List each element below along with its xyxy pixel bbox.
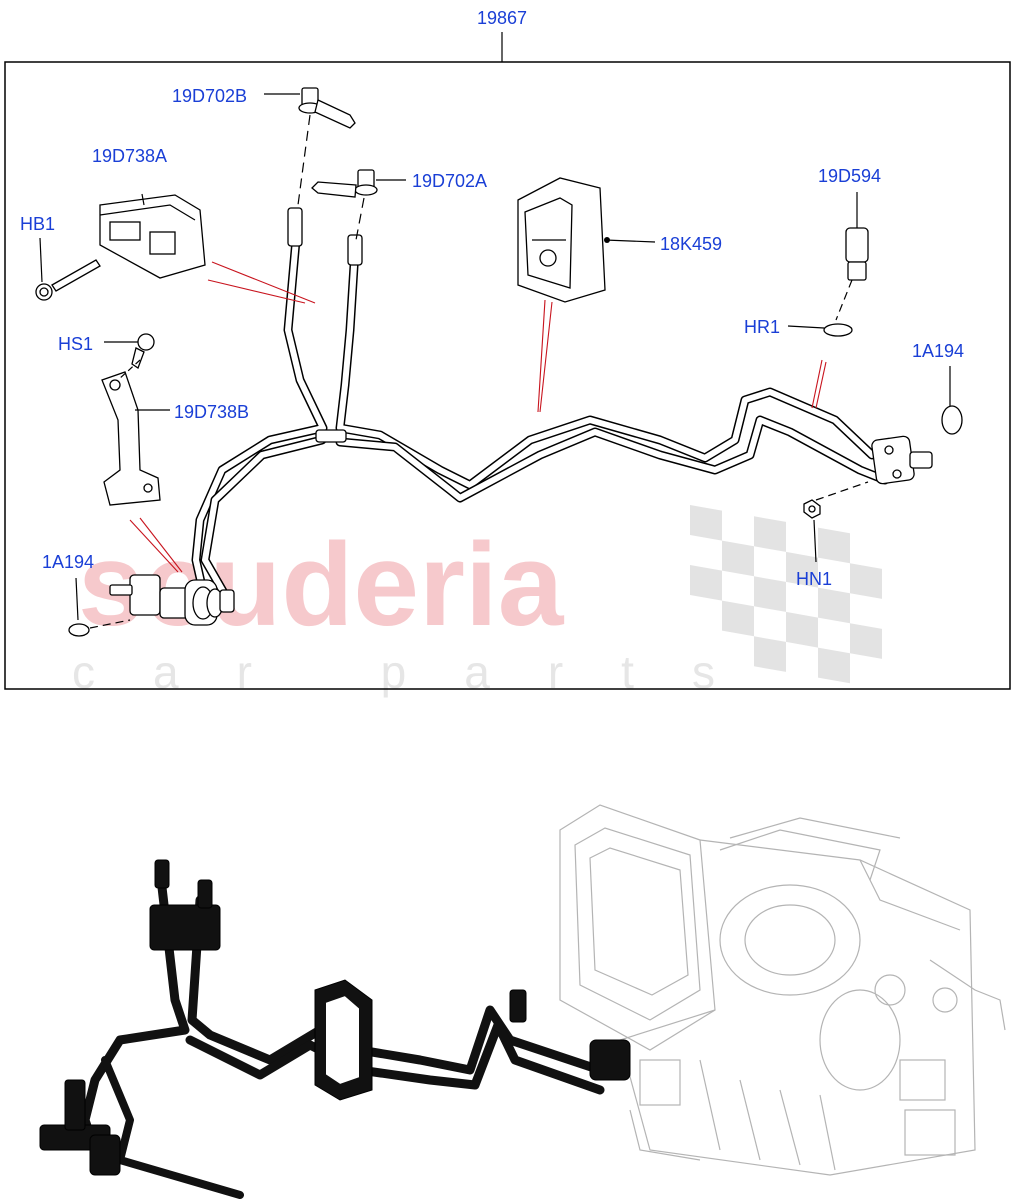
hvac-unit-illustration: [559, 804, 1006, 1176]
assembly-label[interactable]: 19867: [477, 8, 527, 28]
oring-1a194-right: [941, 405, 963, 435]
refrigerant-pipes: [191, 207, 890, 605]
callout-18k459[interactable]: 18K459: [660, 234, 722, 254]
callout-19d594[interactable]: 19D594: [818, 166, 881, 186]
leader-1a194-left: [75, 577, 79, 621]
pipe-fitting-right: [347, 234, 363, 266]
oring-hr1: [823, 323, 853, 337]
block-fitting: [871, 435, 933, 485]
screw-hs1: [104, 333, 155, 369]
callout-hn1[interactable]: HN1: [796, 569, 832, 589]
leader-oring-dash: [89, 619, 131, 629]
watermark: scuderia car parts: [72, 505, 882, 698]
expansion-valve: [109, 574, 235, 626]
callout-hb1[interactable]: HB1: [20, 214, 55, 234]
checkered-flag-icon: [690, 505, 882, 684]
bolt-hb1: [35, 237, 101, 301]
callout-19d738b[interactable]: 19D738B: [174, 402, 249, 422]
callout-hr1[interactable]: HR1: [744, 317, 780, 337]
pipe-junction: [315, 429, 347, 443]
pipe-fitting-left: [287, 207, 303, 247]
nut-hn1: [803, 481, 869, 563]
valve-block-19d738a: [99, 193, 206, 279]
bracket-19d738b: [101, 359, 170, 506]
isolator-18k459: [517, 177, 656, 303]
leader-hr1: [787, 325, 825, 329]
installed-pipes-illustration: [39, 859, 631, 1199]
watermark-tagline: car parts: [72, 646, 773, 698]
clip-19d702b: [264, 87, 356, 206]
assembly-frame: [4, 61, 1011, 690]
oring-1a194-left: [68, 623, 90, 637]
callout-1a194-left[interactable]: 1A194: [42, 552, 94, 572]
callout-19d702b[interactable]: 19D702B: [172, 86, 247, 106]
callout-19d738a[interactable]: 19D738A: [92, 146, 167, 166]
clip-19d702a: [311, 169, 406, 241]
callout-1a194-right[interactable]: 1A194: [912, 341, 964, 361]
red-leaders: [129, 261, 827, 573]
callout-hs1[interactable]: HS1: [58, 334, 93, 354]
callout-19d702a[interactable]: 19D702A: [412, 171, 487, 191]
sensor-19d594: [835, 192, 869, 321]
